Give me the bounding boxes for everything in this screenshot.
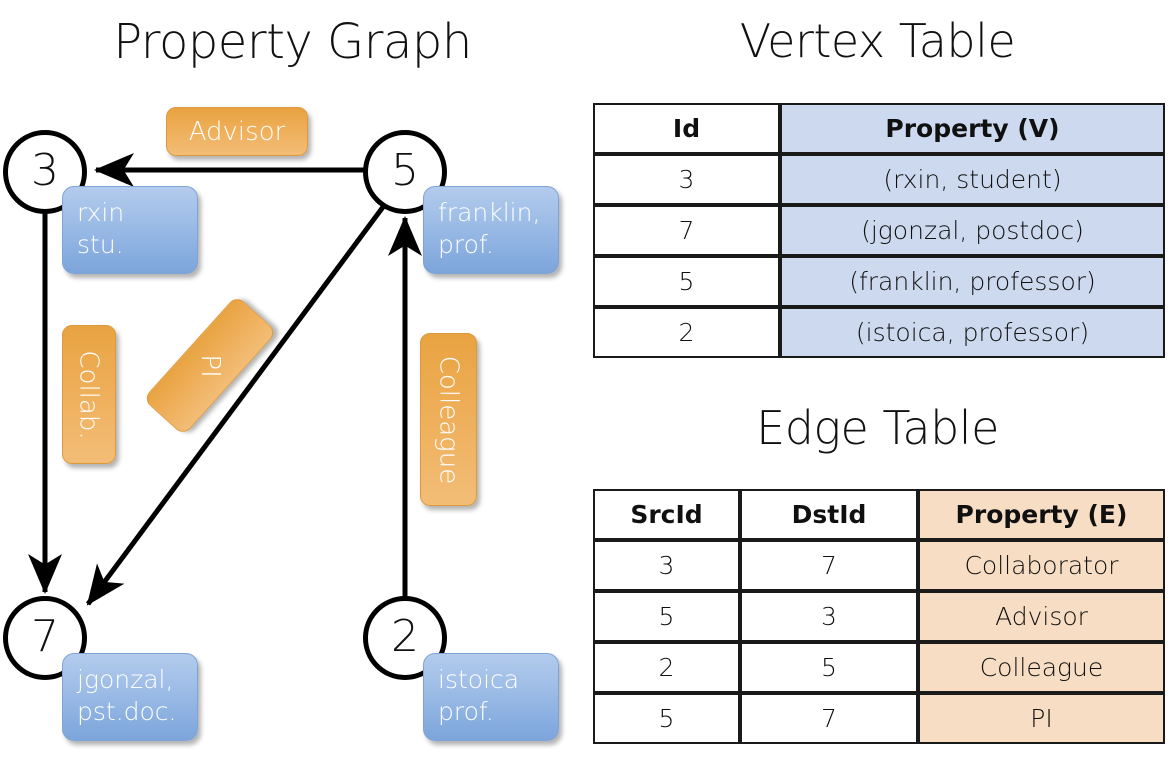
edge-table-header-property: Property (E): [918, 489, 1165, 540]
graph-node-2-property-line-2: prof.: [438, 697, 494, 726]
graph-edge-label-collab-text: Collab.: [74, 349, 104, 440]
vertex-table-row: 7 (jgonzal, postdoc): [593, 205, 1165, 256]
graph-node-3-label: 3: [31, 145, 59, 196]
vertex-table-row: 2 (istoica, professor): [593, 307, 1165, 358]
vertex-table-header-row: Id Property (V): [593, 103, 1165, 154]
edge-table-cell-property: Advisor: [918, 591, 1165, 642]
vertex-table-row: 5 (franklin, professor): [593, 256, 1165, 307]
graph-node-2-property-line-1: istoica: [438, 665, 520, 694]
page-title-vertex-table: Vertex Table: [739, 14, 1016, 68]
edge-table-header-row: SrcId DstId Property (E): [593, 489, 1165, 540]
edge-table-row: 5 3 Advisor: [593, 591, 1165, 642]
edge-table-cell-srcid: 2: [593, 642, 740, 693]
vertex-table-header-id: Id: [593, 103, 780, 154]
edge-table-row: 2 5 Colleague: [593, 642, 1165, 693]
graph-node-3-property-line-1: rxin: [77, 198, 125, 227]
edge-table-cell-dstid: 3: [740, 591, 918, 642]
vertex-table-row: 3 (rxin, student): [593, 154, 1165, 205]
page-title-property-graph: Property Graph: [113, 14, 472, 70]
graph-edge-label-advisor-text: Advisor: [188, 116, 286, 147]
graph-node-7-property-box: jgonzal, pst.doc.: [62, 653, 198, 741]
graph-edge-label-collab: Collab.: [62, 325, 116, 464]
graph-node-5-label: 5: [391, 145, 419, 196]
graph-edge-label-advisor: Advisor: [166, 107, 308, 156]
edge-table-cell-dstid: 7: [740, 540, 918, 591]
vertex-table-cell-property: (istoica, professor): [780, 307, 1165, 358]
edge-table-cell-property: PI: [918, 693, 1165, 744]
graph-node-2[interactable]: 2: [363, 596, 447, 680]
edge-table-cell-property: Colleague: [918, 642, 1165, 693]
edge-table-cell-property: Collaborator: [918, 540, 1165, 591]
vertex-table-header-property: Property (V): [780, 103, 1165, 154]
vertex-table-cell-id: 7: [593, 205, 780, 256]
graph-node-2-label: 2: [391, 611, 419, 662]
graph-node-3-property-box: rxin stu.: [62, 186, 198, 274]
vertex-table-cell-id: 3: [593, 154, 780, 205]
edge-table-header-dstid: DstId: [740, 489, 918, 540]
page-title-edge-table: Edge Table: [756, 401, 999, 455]
graph-node-2-property-box: istoica prof.: [423, 653, 559, 741]
graph-edge-5-to-7: [85, 205, 386, 606]
edge-table-row: 5 7 PI: [593, 693, 1165, 744]
graph-node-7-property-line-1: jgonzal,: [77, 665, 174, 694]
graph-node-5[interactable]: 5: [363, 130, 447, 214]
graph-node-7-property-line-2: pst.doc.: [77, 697, 177, 726]
graph-node-5-property-box: franklin, prof.: [423, 186, 559, 274]
edge-table-cell-srcid: 5: [593, 591, 740, 642]
edge-table: SrcId DstId Property (E) 3 7 Collaborato…: [593, 489, 1165, 744]
graph-node-5-property-line-2: prof.: [438, 230, 494, 259]
edge-table-cell-srcid: 3: [593, 540, 740, 591]
vertex-table-cell-id: 5: [593, 256, 780, 307]
graph-node-7-label: 7: [31, 611, 59, 662]
graph-node-3-property-line-2: stu.: [77, 230, 124, 259]
graph-edge-label-colleague: Colleague: [420, 333, 477, 506]
edge-table-cell-srcid: 5: [593, 693, 740, 744]
edge-table-header-srcid: SrcId: [593, 489, 740, 540]
graph-edges-svg: [28, 153, 422, 606]
vertex-table-cell-property: (jgonzal, postdoc): [780, 205, 1165, 256]
vertex-table-cell-property: (franklin, professor): [780, 256, 1165, 307]
graph-edge-label-pi-text: PI: [194, 353, 225, 378]
graph-edge-label-colleague-text: Colleague: [433, 355, 464, 484]
vertex-table-cell-id: 2: [593, 307, 780, 358]
edge-table-cell-dstid: 5: [740, 642, 918, 693]
property-graph-diagram: 3 rxin stu. 5 franklin, prof. 7 jgonzal,…: [3, 107, 559, 741]
graph-node-5-property-line-1: franklin,: [438, 198, 541, 227]
vertex-table: Id Property (V) 3 (rxin, student) 7 (jgo…: [593, 103, 1165, 358]
edge-table-row: 3 7 Collaborator: [593, 540, 1165, 591]
edge-table-cell-dstid: 7: [740, 693, 918, 744]
vertex-table-cell-property: (rxin, student): [780, 154, 1165, 205]
